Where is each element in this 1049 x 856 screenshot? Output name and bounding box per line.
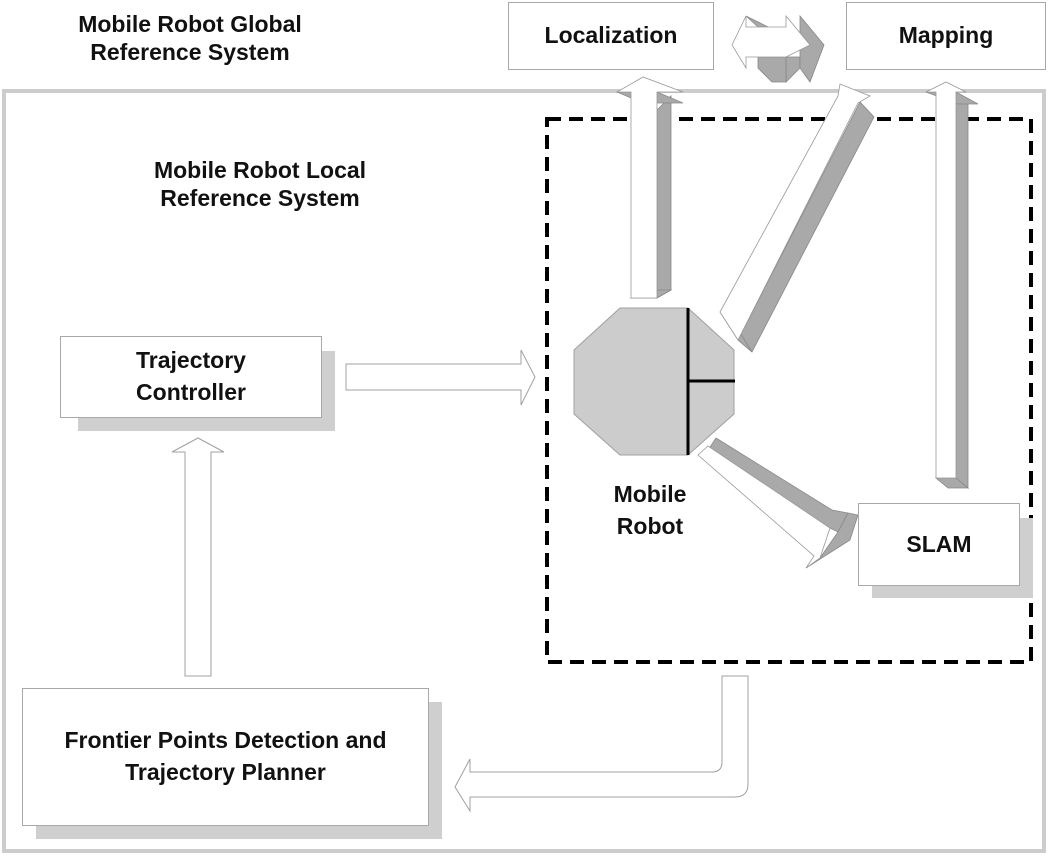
frontier-planner-line-2: Trajectory Planner [125, 759, 326, 785]
local-title-line-2: Reference System [160, 185, 360, 212]
global-title-line-2: Reference System [90, 39, 290, 66]
global-reference-frame [2, 89, 1046, 853]
local-reference-frame [545, 117, 1033, 664]
local-title-line-1: Mobile Robot Local [153, 157, 367, 183]
mobile-robot-icon [573, 307, 735, 456]
global-reference-title: Mobile Robot Global Reference System [40, 10, 340, 66]
mobile-robot-line-2: Robot [616, 513, 684, 540]
frontier-planner-node: Frontier Points Detection and Trajectory… [22, 688, 429, 826]
localization-node: Localization [508, 2, 714, 70]
trajectory-controller-line-2: Controller [136, 379, 246, 405]
arrow-robot-to-mapping [719, 83, 875, 353]
arrow-robot-to-localization [615, 76, 684, 299]
localization-label: Localization [544, 22, 678, 49]
arrow-slam-to-mapping [925, 81, 979, 489]
slam-label: SLAM [906, 530, 972, 557]
slam-node: SLAM [858, 503, 1020, 586]
mobile-robot-label: Mobile Robot [580, 478, 720, 542]
arrow-controller-to-robot [345, 349, 536, 406]
trajectory-controller-node: Trajectory Controller [60, 336, 322, 418]
local-reference-title: Mobile Robot Local Reference System [110, 156, 410, 212]
frontier-planner-line-1: Frontier Points Detection and [64, 727, 387, 754]
mobile-robot-line-1: Mobile [613, 481, 687, 507]
global-title-line-1: Mobile Robot Global [78, 11, 302, 37]
arrow-planner-to-controller [171, 437, 225, 677]
mapping-node: Mapping [846, 2, 1046, 70]
arrow-localization-mapping-bidirectional [731, 14, 825, 83]
trajectory-controller-line-1: Trajectory [136, 347, 246, 374]
mapping-label: Mapping [898, 22, 994, 49]
arrow-robot-to-slam [697, 437, 859, 569]
arrow-local-frame-to-planner [454, 675, 749, 813]
